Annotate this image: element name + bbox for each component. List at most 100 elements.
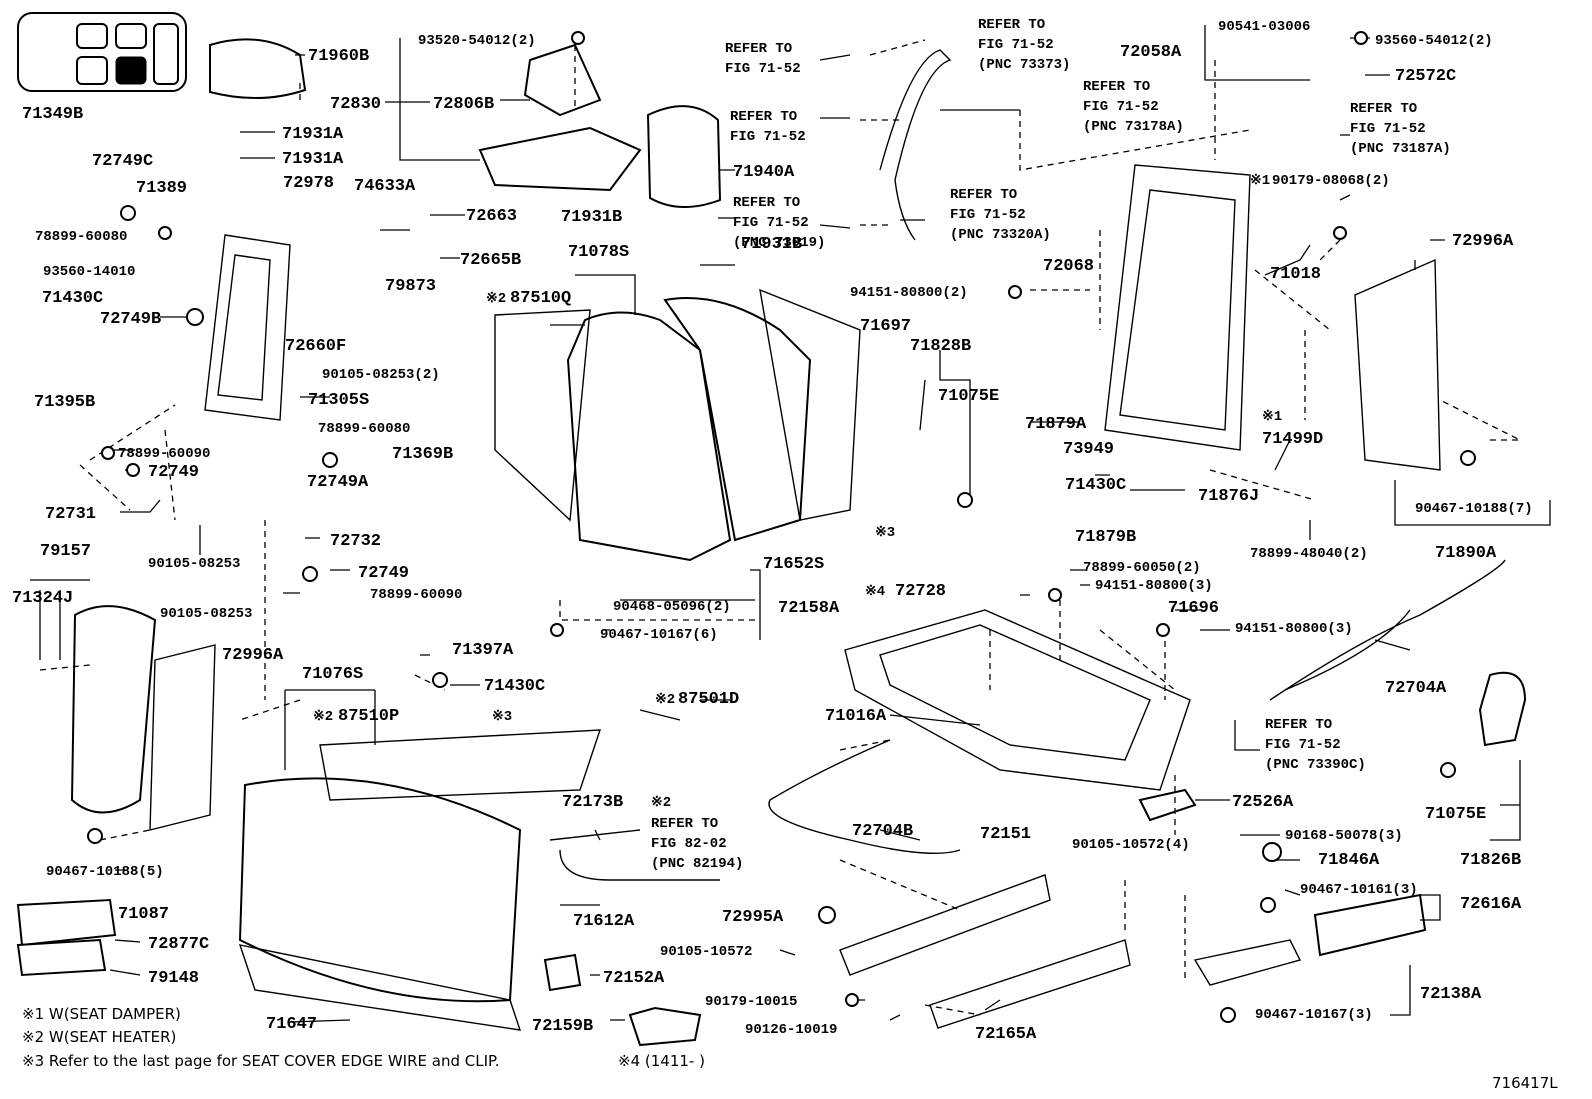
cup-holder-top [523,43,602,117]
part-label: 71430C [42,289,103,308]
assembly-lines [39,39,1521,1016]
leader-lines [30,25,1551,1023]
side-cover-71324J [70,605,157,814]
part-label: FIG 71-52 [1350,121,1426,137]
part-label: 72660F [285,337,346,356]
part-label: 94151-80800(3) [1095,578,1213,594]
part-label: 90168-50078(3) [1285,828,1403,844]
part-label: 72616A [1460,895,1522,914]
part-labels: 71960B 93520-54012(2) 72830 72806B 71349… [12,17,1533,1044]
part-label: REFER TO [978,17,1045,33]
part-label: 74633A [354,177,416,196]
side-panel-72996A [149,644,216,831]
part-label: FIG 71-52 [733,215,809,231]
part-label: 72749A [307,473,369,492]
part-label: 71612A [573,912,635,931]
part-label: 72978 [283,174,334,193]
part-label: 72749 [358,564,409,583]
part-label: 72749B [100,310,161,329]
armrest-pad-79148 [16,938,107,977]
part-label: REFER TO [1350,101,1417,117]
part-label: (PNC 73390C) [1265,757,1366,773]
part-label: 94151-80800(2) [850,285,968,301]
part-label: 90468-05096(2) [613,599,731,615]
part-label: 72830 [330,95,381,114]
part-label: 72058A [1120,43,1182,62]
wire-72173B [549,829,720,881]
headrest-center [646,105,722,209]
part-label: (PNC 82194) [651,856,743,872]
part-label: FIG 82-02 [651,836,727,852]
part-label: 71075E [1425,805,1486,824]
part-label: 71879A [1025,415,1087,434]
part-label: 71305S [308,391,369,410]
part-label: 79157 [40,542,91,561]
footnote-production-date: ※4 (1411- ) [618,1052,705,1070]
part-label: 93560-14010 [43,264,135,280]
part-label: 71960B [308,47,369,66]
part-label: REFER TO [733,195,800,211]
part-label: 71652S [763,555,824,574]
part-label: 72572C [1395,67,1456,86]
part-label: 72996A [222,646,284,665]
part-label: 71016A [825,707,887,726]
footnotes: ※1 W(SEAT DAMPER) ※2 W(SEAT HEATER) ※3 R… [22,1005,1558,1092]
part-label: 71931A [282,150,344,169]
part-label: 93560-54012(2) [1375,33,1493,49]
part-label: 87510P [338,707,399,726]
part-label: ※2 [313,709,333,725]
part-label: 90467-10188(5) [46,864,164,880]
part-label: ※3 [875,525,895,541]
part-label: REFER TO [651,816,718,832]
part-label: 90467-10188(7) [1415,501,1533,517]
part-label: 71890A [1435,544,1497,563]
part-label: FIG 71-52 [950,207,1026,223]
part-label: 78899-60090 [370,587,462,603]
part-label: 71931B [741,235,802,254]
part-label: 90541-03006 [1218,19,1310,35]
part-label: 72173B [562,793,623,812]
part-label: 71940A [733,163,795,182]
seat-rail-72165A [929,939,1131,1029]
seat-rail-72151 [839,874,1051,976]
part-label: 71324J [12,589,73,608]
part-label: 71369B [392,445,453,464]
part-label: ※1 [1262,409,1282,425]
part-label: 71349B [22,105,83,124]
fasteners [87,31,1476,1023]
part-label: 72728 [895,582,946,601]
right-back-board [1354,258,1441,471]
part-label: 71395B [34,393,95,412]
part-label: 90105-08253 [148,556,240,572]
seatback-cushion [566,311,732,562]
part-label: REFER TO [950,187,1017,203]
part-label: 72151 [980,825,1031,844]
part-label: 90105-08253(2) [322,367,440,383]
part-label: (PNC 73320A) [950,227,1051,243]
part-label: 72152A [603,969,665,988]
part-label: 72704A [1385,679,1447,698]
part-label: 90126-10019 [745,1022,837,1038]
cushion-floor-cover [238,944,522,1031]
part-label: 90179-10015 [705,994,797,1010]
part-label: ※4 [865,584,885,600]
part-label: 71076S [302,665,363,684]
part-label: 71826B [1460,851,1521,870]
part-label: 72749 [148,463,199,482]
part-label: 90105-10572 [660,944,752,960]
armrest-pad-72877C [16,898,117,947]
part-label: 87510Q [510,289,571,308]
part-label: 72749C [92,152,153,171]
part-label: FIG 71-52 [1083,99,1159,115]
headrest-left [209,38,307,99]
part-label: 71389 [136,179,187,198]
part-label: FIG 71-52 [730,129,806,145]
cable-72704A [1269,559,1506,701]
cover-71826B [1478,671,1527,747]
part-label: 71087 [118,905,169,924]
part-label: 71499D [1262,430,1323,449]
seat-cushion [238,777,522,1003]
part-label: 72996A [1452,232,1514,251]
part-label: 90179-08068(2) [1272,173,1390,189]
